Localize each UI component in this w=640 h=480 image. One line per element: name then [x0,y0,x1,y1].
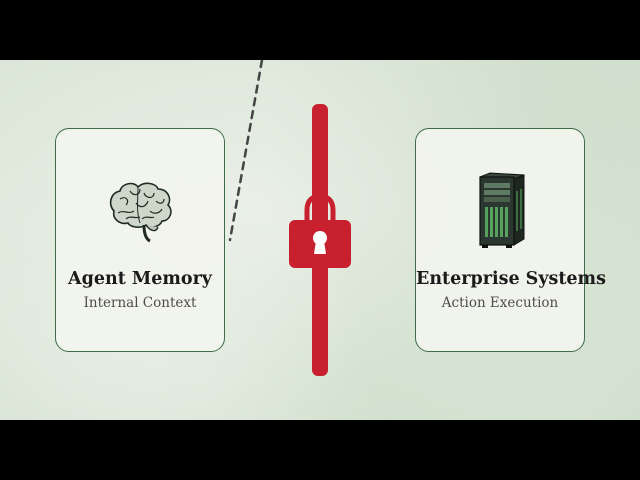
letterbox-top [0,0,640,60]
server-icon [470,169,530,253]
enterprise-systems-card: Enterprise Systems Action Execution [415,128,606,352]
diagram-stage: Agent Memory Internal Context [0,60,640,420]
agent-memory-card: Agent Memory Internal Context [55,128,225,352]
brain-icon [100,175,180,249]
dashed-connector-line [228,60,264,242]
security-barrier [289,104,351,376]
enterprise-systems-subtitle: Action Execution [441,295,559,311]
padlock-icon [289,193,351,268]
agent-memory-title: Agent Memory [68,269,212,289]
enterprise-systems-title: Enterprise Systems [416,269,606,289]
letterbox-bottom [0,420,640,480]
agent-memory-subtitle: Internal Context [83,295,197,311]
